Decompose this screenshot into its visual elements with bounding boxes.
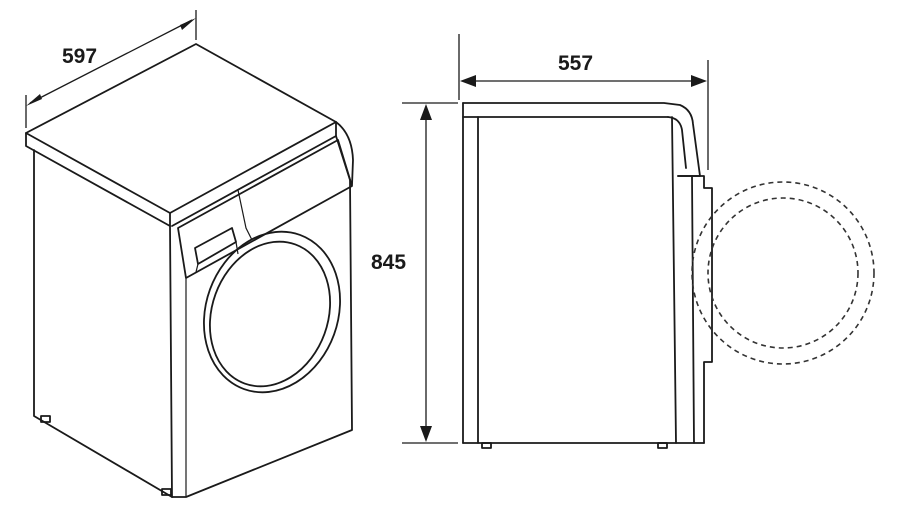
- side-foot-front: [657, 442, 668, 449]
- side-top-lid: [462, 102, 701, 177]
- machine-top-panel: [25, 43, 337, 214]
- height-value: 845: [371, 251, 406, 274]
- machine-top-edge: [25, 132, 171, 227]
- width-value: 597: [62, 45, 97, 68]
- washing-machine-side-icon: [462, 102, 875, 449]
- door-porthole-outer: [203, 230, 341, 394]
- door-porthole-inner: [209, 240, 331, 388]
- front-foot-right: [161, 488, 172, 496]
- washing-machine-perspective-icon: [25, 43, 354, 498]
- detergent-drawer-icon: [194, 227, 237, 265]
- control-panel: [177, 139, 353, 279]
- width-dimension: 597: [25, 10, 197, 128]
- depth-value: 557: [558, 52, 593, 75]
- depth-dimension: 557: [458, 34, 709, 170]
- door-open-outer: [691, 181, 875, 365]
- side-foot-back: [481, 442, 492, 449]
- machine-front-panel: [171, 135, 353, 498]
- machine-side-panel: [33, 149, 173, 498]
- door-open-inner: [707, 197, 859, 349]
- side-front-line: [677, 175, 713, 444]
- front-foot-left: [40, 415, 51, 423]
- height-dimension: 845: [371, 102, 458, 444]
